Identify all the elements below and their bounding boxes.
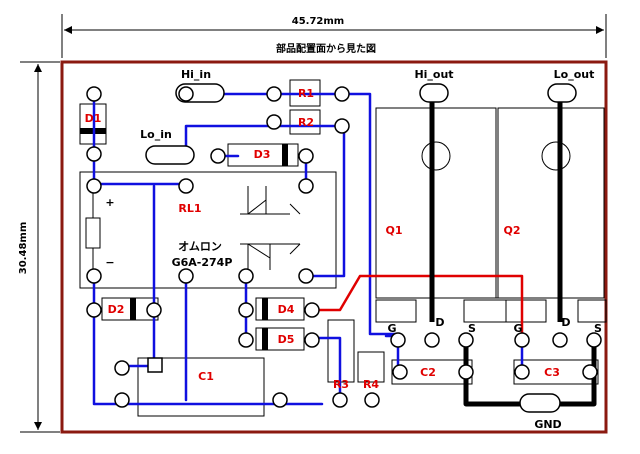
q2-tab-left [505, 299, 547, 323]
rl1-label: RL1 [178, 202, 201, 215]
d4-cathode-band [262, 298, 268, 320]
d4-label: D4 [278, 303, 295, 316]
d5-cathode-band [262, 328, 268, 350]
red-trace [306, 274, 524, 336]
c3-body [513, 359, 599, 385]
relay-minus: − [105, 256, 114, 269]
lo-in-label: Lo_in [140, 128, 172, 141]
width-label: 45.72mm [292, 16, 344, 27]
hi-in-label: Hi_in [181, 68, 211, 81]
r1-label: R1 [298, 87, 314, 100]
c3-label: C3 [544, 366, 560, 379]
black-traces [429, 94, 597, 407]
width-dimension: 45.72mm [61, 14, 607, 58]
q1-pin-d: D [435, 316, 444, 329]
c1-label: C1 [198, 370, 214, 383]
d2-label: D2 [108, 303, 125, 316]
c1-body [137, 357, 265, 417]
relay-maker: オムロン [178, 240, 222, 253]
d1-label: D1 [85, 112, 102, 125]
r2-label: R2 [298, 116, 314, 129]
d3-label: D3 [254, 148, 271, 161]
r4-body [357, 351, 385, 383]
r2-body [289, 109, 321, 135]
round-pads [86, 86, 602, 408]
d2-cathode-band [130, 298, 136, 320]
q1-pin-s: S [468, 322, 476, 335]
q2-tab-right [577, 299, 607, 323]
relay-body [79, 171, 337, 289]
relay-contacts [240, 186, 301, 270]
height-label: 30.48mm [18, 222, 29, 274]
q2-pin-d: D [561, 316, 570, 329]
relay-model: G6A-274P [172, 256, 233, 269]
r3-label: R3 [333, 378, 349, 391]
relay-plus: + [105, 196, 114, 209]
view-caption: 部品配置面から見た図 [276, 42, 376, 55]
height-dimension: 30.48mm [18, 61, 60, 433]
q2-label: Q2 [503, 224, 520, 237]
q2-pin-g: G [513, 322, 522, 335]
q1-label: Q1 [385, 224, 402, 237]
q1-tab-left [375, 299, 417, 323]
r4-label: R4 [363, 378, 379, 391]
c1-square-pad [147, 357, 163, 373]
q2-pin-s: S [594, 322, 602, 335]
hi-out-label: Hi_out [414, 68, 453, 81]
gnd-label: GND [534, 418, 561, 431]
q1-pin-g: G [387, 322, 396, 335]
d3-cathode-band [282, 144, 288, 166]
c2-label: C2 [420, 366, 436, 379]
lo-out-label: Lo_out [554, 68, 595, 81]
d5-label: D5 [278, 333, 295, 346]
